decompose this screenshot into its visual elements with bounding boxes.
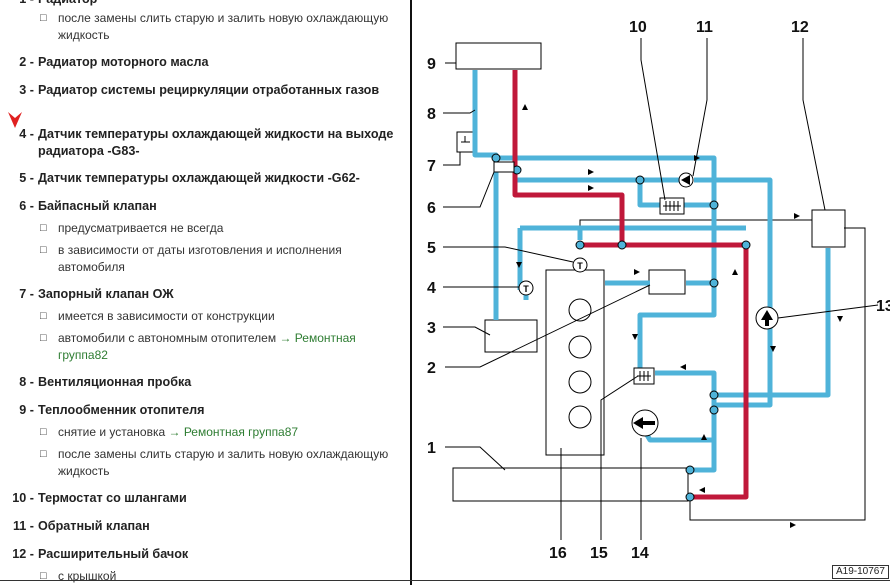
legend-item-label: Термостат со шлангами xyxy=(38,491,187,505)
thermostat-spring-icon xyxy=(663,201,681,211)
valve-15-spring-icon xyxy=(637,371,651,381)
legend-subitem-text: после замены слить старую и залить новую… xyxy=(58,447,389,478)
legend-item-number: 4 - xyxy=(19,127,34,141)
pump-13-arrow-icon xyxy=(761,310,773,326)
legend-item-label: Запорный клапан ОЖ xyxy=(38,287,174,301)
callout-6: 6 xyxy=(427,200,436,217)
legend-item-label: Байпасный клапан xyxy=(38,199,157,213)
callout-labels: 1 2 3 4 5 6 7 8 9 10 11 12 13 14 15 16 xyxy=(427,19,890,562)
legend-subitem-text: снятие и установка → Ремонтная группа87 xyxy=(58,424,398,441)
legend-item-label: Радиатор xyxy=(38,0,398,8)
legend-subitem-text: автомобили с автономным отопителем → Рем… xyxy=(58,330,398,364)
legend-item-label: Вентиляционная пробка xyxy=(38,375,192,389)
legend-item-label: Радиатор моторного масла xyxy=(38,55,209,69)
legend-item-label: Датчик температуры охлаждающей жидкости … xyxy=(38,171,360,185)
temp-sensor-g83 xyxy=(518,280,534,296)
oil-cooler-box xyxy=(648,269,686,295)
callout-8: 8 xyxy=(427,106,436,123)
callout-14: 14 xyxy=(631,545,649,562)
callout-5: 5 xyxy=(427,240,436,257)
expansion-tank-box xyxy=(811,209,846,248)
bullet-icon: □ xyxy=(40,244,47,256)
cylinder-2 xyxy=(568,335,592,359)
callout-4: 4 xyxy=(427,280,436,297)
legend-subitem-text: после замены слить старую и залить новую… xyxy=(58,11,389,42)
legend-item-number: 12 - xyxy=(12,547,34,561)
legend-item-label: Радиатор системы рециркуляции отработанн… xyxy=(38,83,380,97)
legend-item-number: 8 - xyxy=(19,375,34,389)
temp-sensor-g83-symbol: T xyxy=(523,284,529,294)
cylinder-4 xyxy=(568,405,592,429)
legend-panel: 1 - Радиатор □ после замены слить старую… xyxy=(0,0,410,585)
repair-group-82-link[interactable]: → Ремонтная группа82 xyxy=(58,331,356,362)
bullet-icon: □ xyxy=(40,310,47,322)
pipe-junctions xyxy=(491,153,751,502)
bottom-border xyxy=(0,580,890,581)
legend-item-number: 9 - xyxy=(19,403,34,417)
callout-16: 16 xyxy=(549,545,567,562)
cylinder-1 xyxy=(568,298,592,322)
leader-lines xyxy=(443,38,879,540)
legend-item-number: 3 - xyxy=(19,83,34,97)
legend-item-number: 1 - xyxy=(0,0,34,8)
cold-pipes xyxy=(472,70,831,473)
legend-subitem-text: в зависимости от даты изготовления и исп… xyxy=(58,243,342,274)
cylinder-3 xyxy=(568,370,592,394)
bullet-icon: □ xyxy=(40,426,47,438)
legend-item-number: 11 - xyxy=(12,519,34,533)
tank-return-line xyxy=(689,227,866,521)
callout-15: 15 xyxy=(590,545,608,562)
figure-reference-code: A19-10767 xyxy=(832,565,889,579)
bullet-icon: □ xyxy=(40,332,47,344)
legend-item-number: 10 - xyxy=(12,491,34,505)
legend-subitem-text: имеется в зависимости от конструкции xyxy=(58,309,275,323)
bullet-icon: □ xyxy=(40,12,47,24)
legend-item-number: 6 - xyxy=(19,199,34,213)
temp-sensor-g62-symbol: T xyxy=(577,261,583,271)
legend-item-label: Обратный клапан xyxy=(38,519,150,533)
red-marker-arrow-icon xyxy=(8,112,22,128)
subitem-text: снятие и установка xyxy=(58,425,166,439)
legend-item-number: 2 - xyxy=(19,55,34,69)
cooling-system-diagram: T T xyxy=(427,19,890,562)
coolant-pump-arrow-icon xyxy=(633,417,655,429)
radiator-box xyxy=(452,467,689,502)
callout-13: 13 xyxy=(876,298,890,315)
check-valve-arrow-icon xyxy=(681,175,690,185)
flow-arrows xyxy=(516,104,843,528)
legend-item-number: 7 - xyxy=(19,287,34,301)
callout-3: 3 xyxy=(427,320,436,337)
heater-exchanger-box xyxy=(455,42,542,70)
shutoff-valve-icon xyxy=(461,136,470,143)
subitem-text: автомобили с автономным отопителем xyxy=(58,331,277,345)
callout-10: 10 xyxy=(629,19,647,36)
legend-item-label: Датчик температуры охлаждающей жидкости … xyxy=(38,127,394,158)
callout-1: 1 xyxy=(427,440,436,457)
callout-2: 2 xyxy=(427,360,436,377)
legend-item-label: Расширительный бачок xyxy=(38,547,189,561)
legend-subitem-text: предусматривается не всегда xyxy=(58,221,224,235)
bullet-icon: □ xyxy=(40,222,47,234)
repair-group-87-link[interactable]: → Ремонтная группа87 xyxy=(168,425,299,439)
callout-11: 11 xyxy=(696,19,713,36)
egr-cooler-box xyxy=(484,319,538,353)
hot-pipes xyxy=(512,70,749,500)
bullet-icon: □ xyxy=(40,570,47,582)
panel-divider xyxy=(410,0,412,585)
bullet-icon: □ xyxy=(40,448,47,460)
legend-item-number: 5 - xyxy=(19,171,34,185)
bypass-valve xyxy=(493,161,515,173)
callout-7: 7 xyxy=(427,158,436,175)
callout-12: 12 xyxy=(791,19,809,36)
legend-item-label: Теплообменник отопителя xyxy=(38,403,205,417)
legend-subitem-text: с крышкой xyxy=(58,569,117,583)
callout-9: 9 xyxy=(427,56,436,73)
temp-sensor-g62 xyxy=(572,257,588,273)
